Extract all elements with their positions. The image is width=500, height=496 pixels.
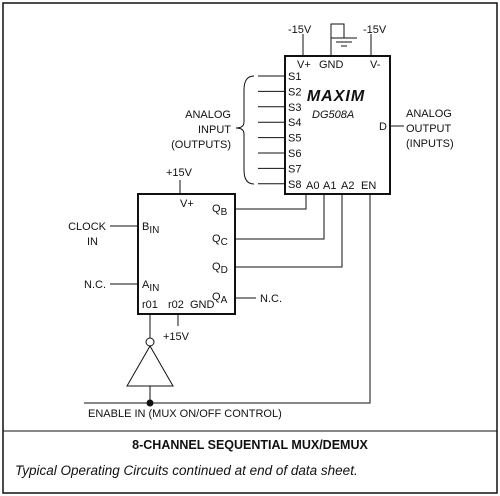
nc-left-label: N.C. xyxy=(84,279,106,291)
mux-pin-a0: A0 xyxy=(306,180,319,192)
input-brace xyxy=(235,75,255,185)
counter-pin-qd: QD xyxy=(212,261,228,276)
mux-pin-en: EN xyxy=(361,180,376,192)
analog-input-label-2: INPUT xyxy=(198,124,231,136)
analog-input-label-3: (OUTPUTS) xyxy=(171,139,231,151)
mux-vminus-supply: -15V xyxy=(363,24,387,36)
mux-pin-d: D xyxy=(379,121,387,133)
mux-pin-s8: S8 xyxy=(288,179,301,191)
mux-pin-s2: S2 xyxy=(288,86,301,98)
counter-pin-ain: AIN xyxy=(142,279,159,294)
mux-pin-s1: S1 xyxy=(288,71,301,83)
mux-pin-a1: A1 xyxy=(323,180,336,192)
counter-pin-bin: BIN xyxy=(142,221,159,236)
inverter-buffer-icon xyxy=(126,344,174,387)
dg508a-mux: -15V -15V V+ GND V- MAXIM DG508A S1S2S3S… xyxy=(258,23,404,195)
wire-qd-a2 xyxy=(235,194,343,268)
mux-vplus-supply: -15V xyxy=(288,24,312,36)
mux-pin-s5: S5 xyxy=(288,133,301,145)
wire-enable xyxy=(84,194,371,404)
clock-in-label-2: IN xyxy=(87,236,98,248)
counter-pin-qa: QA xyxy=(212,291,228,306)
ground-symbol-icon xyxy=(330,23,357,56)
wire-qc-a1 xyxy=(235,194,325,240)
analog-output-label-2: OUTPUT xyxy=(406,123,452,135)
figure-title: 8-CHANNEL SEQUENTIAL MUX/DEMUX xyxy=(132,438,368,452)
analog-output-label-3: (INPUTS) xyxy=(406,138,454,150)
counter-pin-r01: r01 xyxy=(142,299,158,311)
counter-chip: +15V V+ BIN AIN r01 r02 GND QB QC QD QA … xyxy=(110,167,236,343)
figure-note: Typical Operating Circuits continued at … xyxy=(15,463,358,478)
mux-body xyxy=(284,55,391,195)
mux-pin-s4: S4 xyxy=(288,117,301,129)
counter-pin-r02: r02 xyxy=(168,299,184,311)
maxim-logo: MAXIM xyxy=(307,88,365,105)
counter-pin-vplus: V+ xyxy=(180,198,194,210)
wire-qb-a0 xyxy=(235,194,307,210)
mux-part-number: DG508A xyxy=(312,109,354,121)
mux-pin-gnd: GND xyxy=(319,59,344,71)
counter-r02-supply: +15V xyxy=(163,331,190,343)
counter-pin-qc: QC xyxy=(212,233,228,248)
analog-output-label-1: ANALOG xyxy=(406,108,452,120)
enable-in-label: ENABLE IN (MUX ON/OFF CONTROL) xyxy=(88,408,282,420)
counter-pin-gnd: GND xyxy=(190,299,215,311)
inverter-bubble xyxy=(145,337,155,347)
clock-in-label-1: CLOCK xyxy=(68,221,107,233)
mux-pin-s6: S6 xyxy=(288,148,301,160)
mux-pin-s7: S7 xyxy=(288,163,301,175)
mux-pin-s3: S3 xyxy=(288,102,301,114)
mux-pin-vplus: V+ xyxy=(297,59,311,71)
counter-vplus-supply: +15V xyxy=(166,167,193,179)
mux-pin-vminus: V- xyxy=(370,59,381,71)
counter-pin-qb: QB xyxy=(212,203,228,218)
nc-right-label: N.C. xyxy=(260,293,282,305)
mux-pin-a2: A2 xyxy=(341,180,354,192)
counter-body xyxy=(137,193,236,315)
analog-input-label-1: ANALOG xyxy=(185,109,231,121)
